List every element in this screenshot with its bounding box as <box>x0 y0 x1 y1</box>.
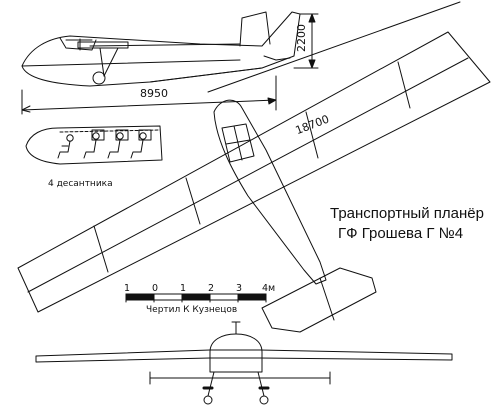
drawing-title-line1: Транспортный планёр <box>330 205 484 222</box>
scale-tick-label: 0 <box>152 283 159 294</box>
troop-cutaway <box>25 125 163 165</box>
drafter-credit: Чертил К Кузнецов <box>146 305 238 315</box>
troops-caption: 4 десантника <box>48 179 113 189</box>
plan-view <box>17 1 491 333</box>
scale-tick-label: 1 <box>124 283 131 294</box>
scale-tick-label: 4м <box>262 283 276 294</box>
length-dimension-label: 8950 <box>140 87 168 100</box>
drawing-title-line2: ГФ Грошева Г №4 <box>338 225 464 242</box>
front-view <box>35 321 453 405</box>
scale-tick-label: 1 <box>180 283 187 294</box>
seated-trooper <box>57 134 74 159</box>
height-dimension-label: 2200 <box>295 24 308 52</box>
scale-tick-label: 3 <box>236 283 243 294</box>
scale-tick-label: 2 <box>208 283 215 294</box>
seated-trooper <box>130 129 152 159</box>
side-view <box>21 11 319 115</box>
seated-trooper <box>107 129 129 159</box>
scale-bar <box>125 293 267 303</box>
seated-trooper <box>83 129 105 159</box>
